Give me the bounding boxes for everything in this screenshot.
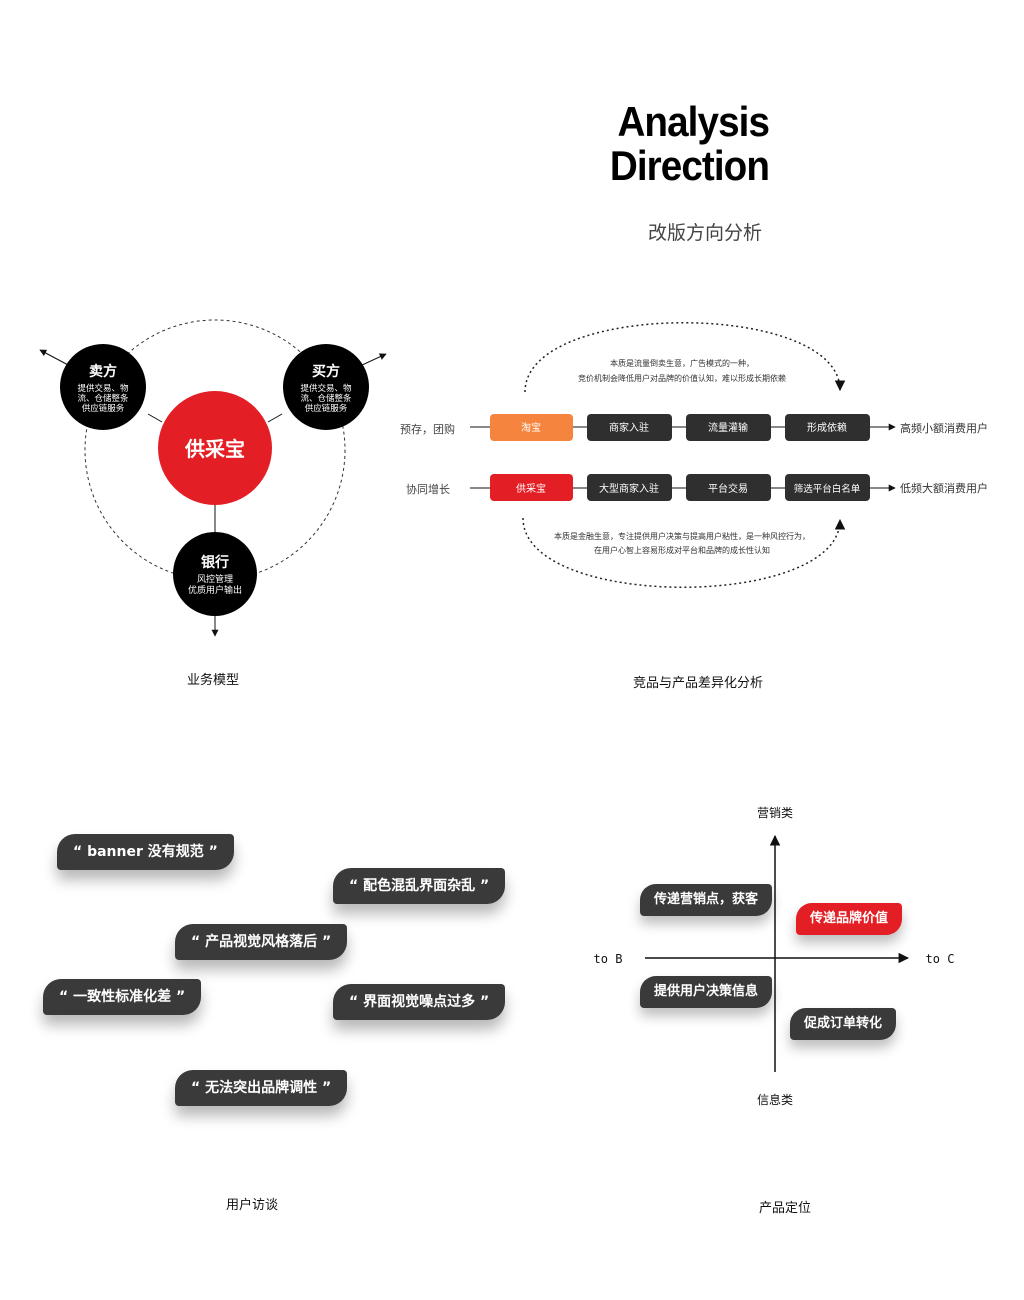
center-node-label: 供采宝 [184,437,245,461]
bottom-note-line: 在用户心智上容易形成对平台和品牌的成长性认知 [594,545,770,555]
interview-quote: “ 配色混乱界面杂乱 ” [333,868,506,904]
interview-quote: “ 一致性标准化差 ” [43,979,202,1015]
axis-top-label: 营销类 [757,806,793,820]
buyer-node [283,344,369,430]
row1-step [686,414,771,441]
positioning-item: 传递营销点，获客 [640,884,773,916]
row1-label: 预存，团购 [400,422,455,436]
bank-title: 银行 [201,554,229,571]
arrow-buyer [359,353,387,367]
positioning-item: 提供用户决策信息 [640,976,773,1008]
seller-line: 供应链服务 [82,403,125,414]
positioning-item: 促成订单转化 [790,1008,897,1040]
bank-node [173,532,257,616]
row2-label: 协同增长 [406,482,450,496]
arrow-seller [39,349,71,367]
link-buyer [267,413,283,423]
row1-step-label: 形成依赖 [807,421,847,434]
positioning-caption: 产品定位 [758,1201,811,1216]
seller-line: 流、仓储整条 [77,393,129,404]
bank-line: 优质用户输出 [188,584,242,596]
row1-step [785,414,870,441]
row1-step-label: 商家入驻 [609,421,649,434]
interview-quote: “ 产品视觉风格落后 ” [175,924,348,960]
seller-title: 卖方 [89,363,117,380]
bottom-note-line: 本质是金融生意，专注提供用户决策与提高用户粘性，是一种风控行为， [554,531,810,541]
bank-line: 风控管理 [197,573,233,585]
row2-step-label: 供采宝 [516,482,546,495]
page-title: Analysis Direction [609,98,770,189]
axis-right-label: to C [926,952,955,966]
buyer-line: 供应链服务 [305,403,348,414]
buyer-title: 买方 [312,363,340,380]
top-note-line: 竞价机制会降低用户对品牌的价值认知，难以形成长期依赖 [578,373,786,383]
title-line-1: Analysis [617,98,770,145]
row2-step-label: 平台交易 [708,482,748,495]
positioning-axes: 营销类 信息类 to B to C [594,806,955,1107]
top-note-line: 本质是流量倒卖生意，广告模式的一种， [610,358,754,368]
bottom-dotted-arc [522,517,846,588]
center-node [158,391,272,505]
competitor-diagram: 本质是流量倒卖生意，广告模式的一种， 竞价机制会降低用户对品牌的价值认知，难以形… [400,322,988,588]
row1-step-label: 淘宝 [521,421,541,434]
row1-step [490,414,573,441]
business-model-caption: 业务模型 [186,673,239,688]
interviews-caption: 用户访谈 [225,1198,278,1213]
competitor-caption: 竞品与产品差异化分析 [632,676,763,691]
interview-quote: “ banner 没有规范 ” [57,834,234,870]
seller-line: 提供交易、物 [77,383,129,394]
buyer-line: 流、仓储整条 [300,393,352,404]
axis-left-label: to B [594,952,623,966]
title-line-2: Direction [609,142,770,189]
row2-step-label: 筛选平台白名单 [794,483,861,495]
interview-quote: “ 无法突出品牌调性 ” [175,1070,348,1106]
link-seller [147,413,163,423]
interview-quote: “ 界面视觉噪点过多 ” [333,984,506,1020]
row2-step [587,474,672,501]
row2-step [490,474,573,501]
row1-step-label: 流量灌输 [708,421,748,434]
business-model-diagram: 供采宝 卖方 提供交易、物 流、仓储整条 供应链服务 买方 提供交易、物 流、仓… [39,319,387,637]
axis-bottom-label: 信息类 [757,1092,793,1107]
row2-result: 低频大额消费用户 [900,481,988,495]
row2-step-label: 大型商家入驻 [599,482,659,495]
seller-node [60,344,146,430]
row2-step [686,474,771,501]
top-dotted-arc [524,322,846,393]
page-subtitle: 改版方向分析 [648,222,763,244]
row1-result: 高频小额消费用户 [900,421,988,435]
buyer-line: 提供交易、物 [300,383,352,394]
row2-step [785,474,870,501]
positioning-item-highlight: 传递品牌价值 [796,903,903,935]
row1-step [587,414,672,441]
